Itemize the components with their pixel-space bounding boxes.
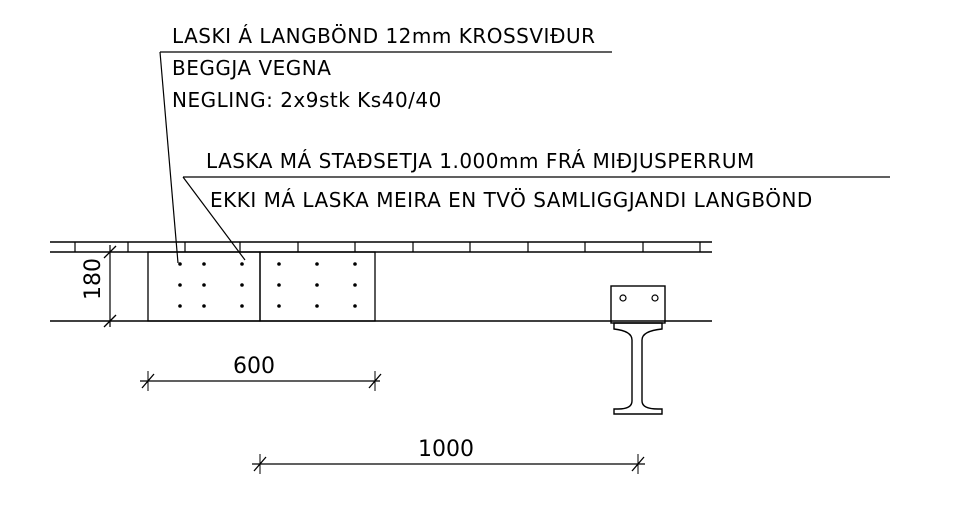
location-note-line-1: LASKA MÁ STAÐSETJA 1.000mm FRÁ MIÐJUSPER… bbox=[206, 149, 755, 173]
nail bbox=[240, 262, 244, 266]
nail bbox=[353, 283, 357, 287]
location-leader-line bbox=[182, 176, 246, 261]
plate-length-label: 600 bbox=[233, 354, 275, 379]
nail bbox=[353, 262, 357, 266]
bracket-bolt-hole bbox=[619, 294, 627, 302]
bracket-bolt-hole bbox=[651, 294, 659, 302]
nail bbox=[178, 283, 182, 287]
nail bbox=[202, 262, 206, 266]
height-dimension-label: 180 bbox=[81, 258, 106, 300]
offset-dimension-label: 1000 bbox=[418, 437, 474, 462]
nail bbox=[277, 283, 281, 287]
nail bbox=[178, 304, 182, 308]
splice-leader-line bbox=[159, 51, 179, 264]
splice-note-line-1: LASKI Á LANGBÖND 12mm KROSSVIÐUR bbox=[172, 24, 596, 48]
offset-dimension bbox=[252, 454, 645, 474]
nail bbox=[202, 304, 206, 308]
nail bbox=[240, 304, 244, 308]
splice-plate-right bbox=[259, 251, 376, 322]
nail bbox=[240, 283, 244, 287]
nail bbox=[178, 262, 182, 266]
nail bbox=[315, 304, 319, 308]
rafter-bracket bbox=[610, 285, 666, 324]
steel-rafter bbox=[610, 285, 666, 415]
nail-pattern bbox=[178, 262, 357, 308]
splice-note-line-3: NEGLING: 2x9stk Ks40/40 bbox=[172, 88, 442, 112]
nail bbox=[202, 283, 206, 287]
i-beam-profile bbox=[613, 322, 663, 415]
location-note-line-2: EKKI MÁ LASKA MEIRA EN TVÖ SAMLIGGJANDI … bbox=[210, 188, 813, 212]
top-boards bbox=[50, 241, 712, 253]
nail bbox=[277, 262, 281, 266]
plate-length-dimension bbox=[140, 371, 382, 391]
nail bbox=[353, 304, 357, 308]
nail bbox=[315, 283, 319, 287]
nail bbox=[277, 304, 281, 308]
height-dimension bbox=[98, 245, 148, 328]
nail bbox=[315, 262, 319, 266]
splice-note-line-2: BEGGJA VEGNA bbox=[172, 56, 331, 80]
